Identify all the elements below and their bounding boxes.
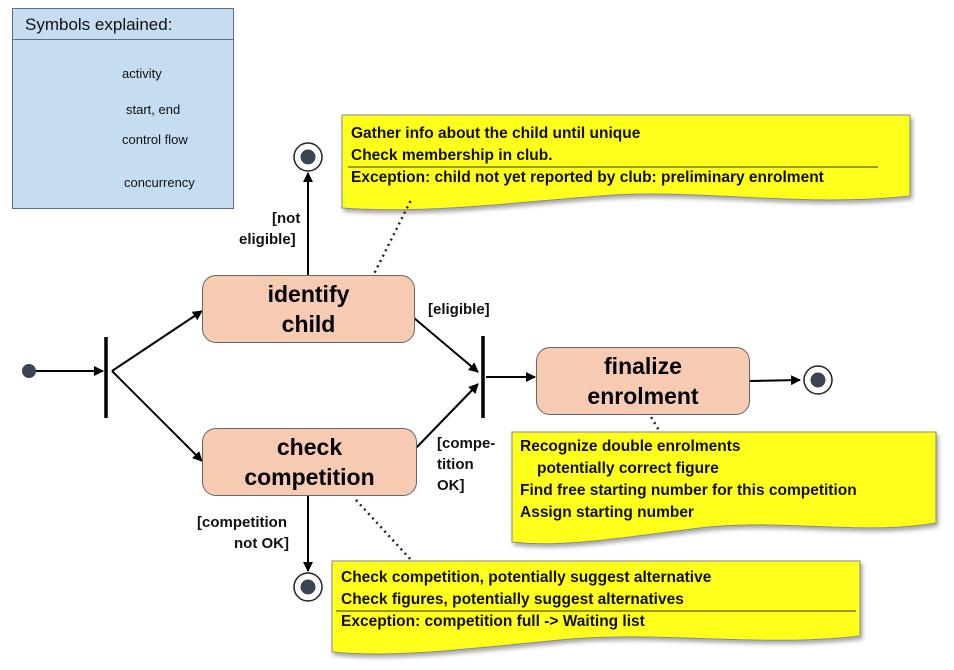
activity-finalize-enrolment: finalize enrolment [536, 347, 750, 415]
legend-start-end-label: start, end [126, 102, 181, 117]
guard-eligible: [eligible] [428, 301, 490, 318]
end-node-not-ok-dot [300, 579, 316, 595]
note-connector-check-competition [355, 499, 413, 562]
activity-identify-child: identify child [202, 275, 415, 343]
note-finalize-line-4: Assign starting number [520, 504, 694, 521]
note-connector-finalize-enrolment [646, 411, 662, 433]
note-check-competition-line-1: Check competition, potentially suggest a… [341, 569, 712, 586]
start-node [22, 364, 36, 378]
note-identify-child-line-1: Gather info about the child until unique [351, 125, 641, 142]
guard-competition-ok-line-1: [compe- [437, 435, 496, 452]
flow-finalize-to-end [749, 375, 801, 386]
guard-not-eligible-line-1: [not [272, 210, 301, 227]
note-check-competition-exception: Exception: competition full -> Waiting l… [341, 613, 645, 630]
guard-competition-not-ok-line-2: not OK] [234, 535, 289, 552]
activity-identify-child-line-1: identify [267, 281, 350, 307]
guard-competition-ok-line-3: OK] [437, 477, 465, 494]
activity-identify-child-line-2: child [281, 311, 336, 337]
flow-check-competition-ok [415, 383, 479, 449]
guard-not-eligible-line-2: eligible] [239, 231, 296, 248]
activity-finalize-enrolment-line-2: enrolment [587, 383, 699, 409]
activity-check-competition-line-1: check [276, 434, 343, 460]
note-finalize-line-1: Recognize double enrolments [520, 438, 741, 455]
note-identify-child-line-2: Check membership in club. [351, 147, 553, 164]
activity-check-competition-line-2: competition [244, 464, 375, 490]
flow-fork-to-identify-child [111, 310, 203, 372]
note-finalize-enrolment [511, 431, 937, 545]
activity-finalize-enrolment-line-1: finalize [604, 353, 682, 379]
note-finalize-line-2: potentially correct figure [537, 460, 719, 477]
guard-competition-not-ok-line-1: [competition [197, 514, 287, 531]
end-node-not-eligible-dot [300, 149, 316, 165]
note-identify-child [341, 114, 911, 211]
flow-identify-child-eligible [413, 317, 479, 373]
legend-activity-label: activity [122, 66, 162, 81]
legend-concurrency-label: concurrency [124, 175, 195, 190]
legend-control-flow-label: control flow [122, 132, 188, 147]
note-check-competition [331, 560, 861, 655]
legend: Symbols explained: [12, 8, 234, 209]
guard-competition-ok-line-2: tition [437, 456, 474, 473]
note-finalize-line-3: Find free starting number for this compe… [520, 482, 857, 499]
flow-fork-to-check-competition [111, 370, 203, 462]
activity-check-competition: check competition [202, 428, 417, 496]
end-node-final-dot [810, 372, 826, 388]
legend-title: Symbols explained: [13, 9, 233, 40]
note-identify-child-exception: Exception: child not yet reported by clu… [351, 169, 824, 186]
note-check-competition-line-2: Check figures, potentially suggest alter… [341, 591, 684, 608]
